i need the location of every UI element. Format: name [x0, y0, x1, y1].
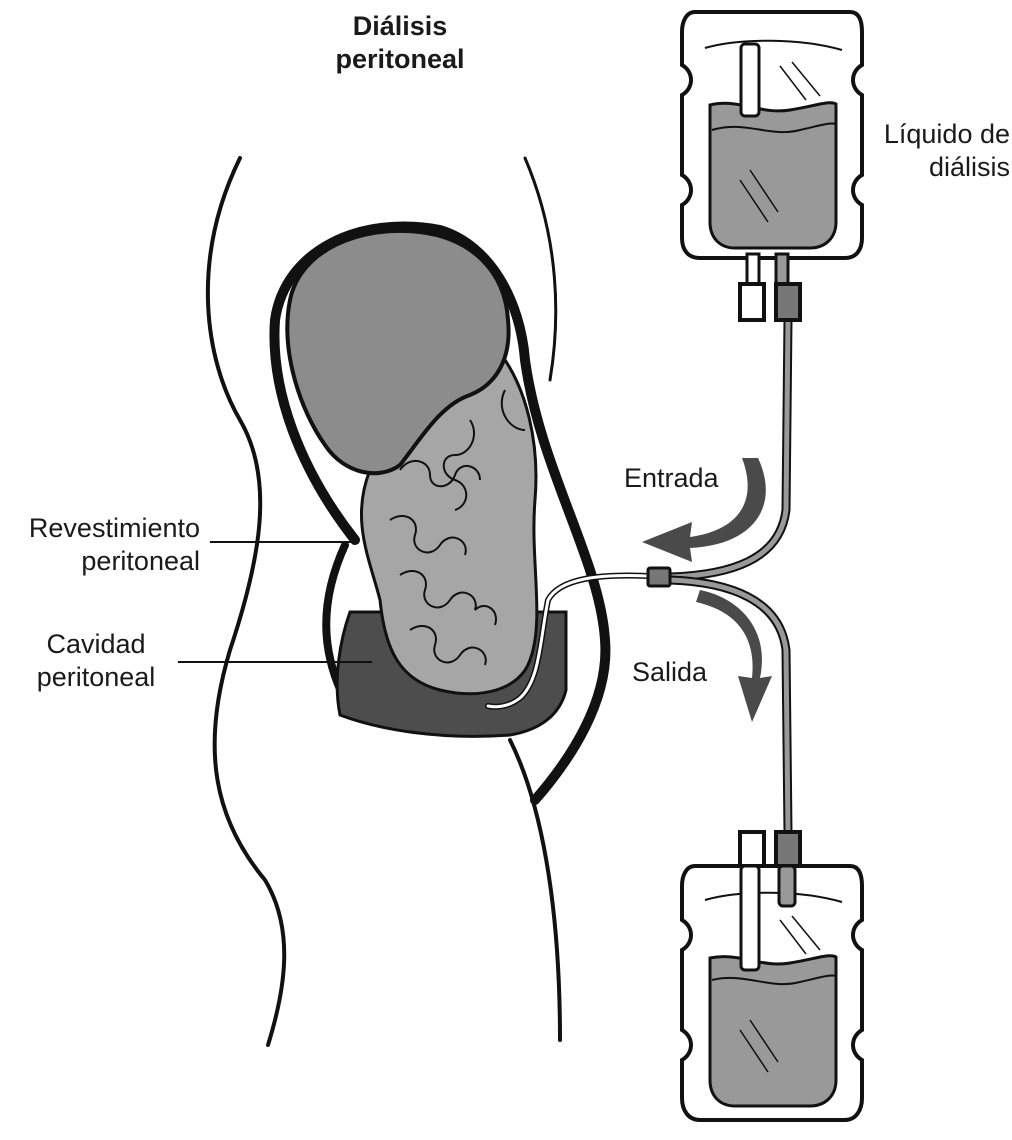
lining-label: Revestimiento peritoneal: [0, 512, 200, 578]
fluid-label-line-1: Líquido de: [850, 118, 1010, 151]
diagram-title: Diálisis peritoneal: [300, 10, 500, 76]
cavity-label-line-1: Cavidad: [18, 628, 174, 661]
dialysis-fluid-bag: [682, 12, 862, 320]
fluid-label: Líquido de diálisis: [850, 118, 1010, 184]
inflow-label: Entrada: [624, 462, 719, 495]
tube-connector: [648, 568, 670, 586]
lining-label-line-2: peritoneal: [0, 545, 200, 578]
title-line-2: peritoneal: [300, 43, 500, 76]
cavity-label-line-2: peritoneal: [18, 661, 174, 694]
lining-label-line-1: Revestimiento: [0, 512, 200, 545]
title-line-1: Diálisis: [300, 10, 500, 43]
fluid-label-line-2: diálisis: [850, 151, 1010, 184]
dialysis-tubing: [670, 320, 788, 832]
drain-bag: [682, 832, 862, 1120]
cavity-label: Cavidad peritoneal: [18, 628, 174, 694]
outflow-label: Salida: [632, 656, 707, 689]
